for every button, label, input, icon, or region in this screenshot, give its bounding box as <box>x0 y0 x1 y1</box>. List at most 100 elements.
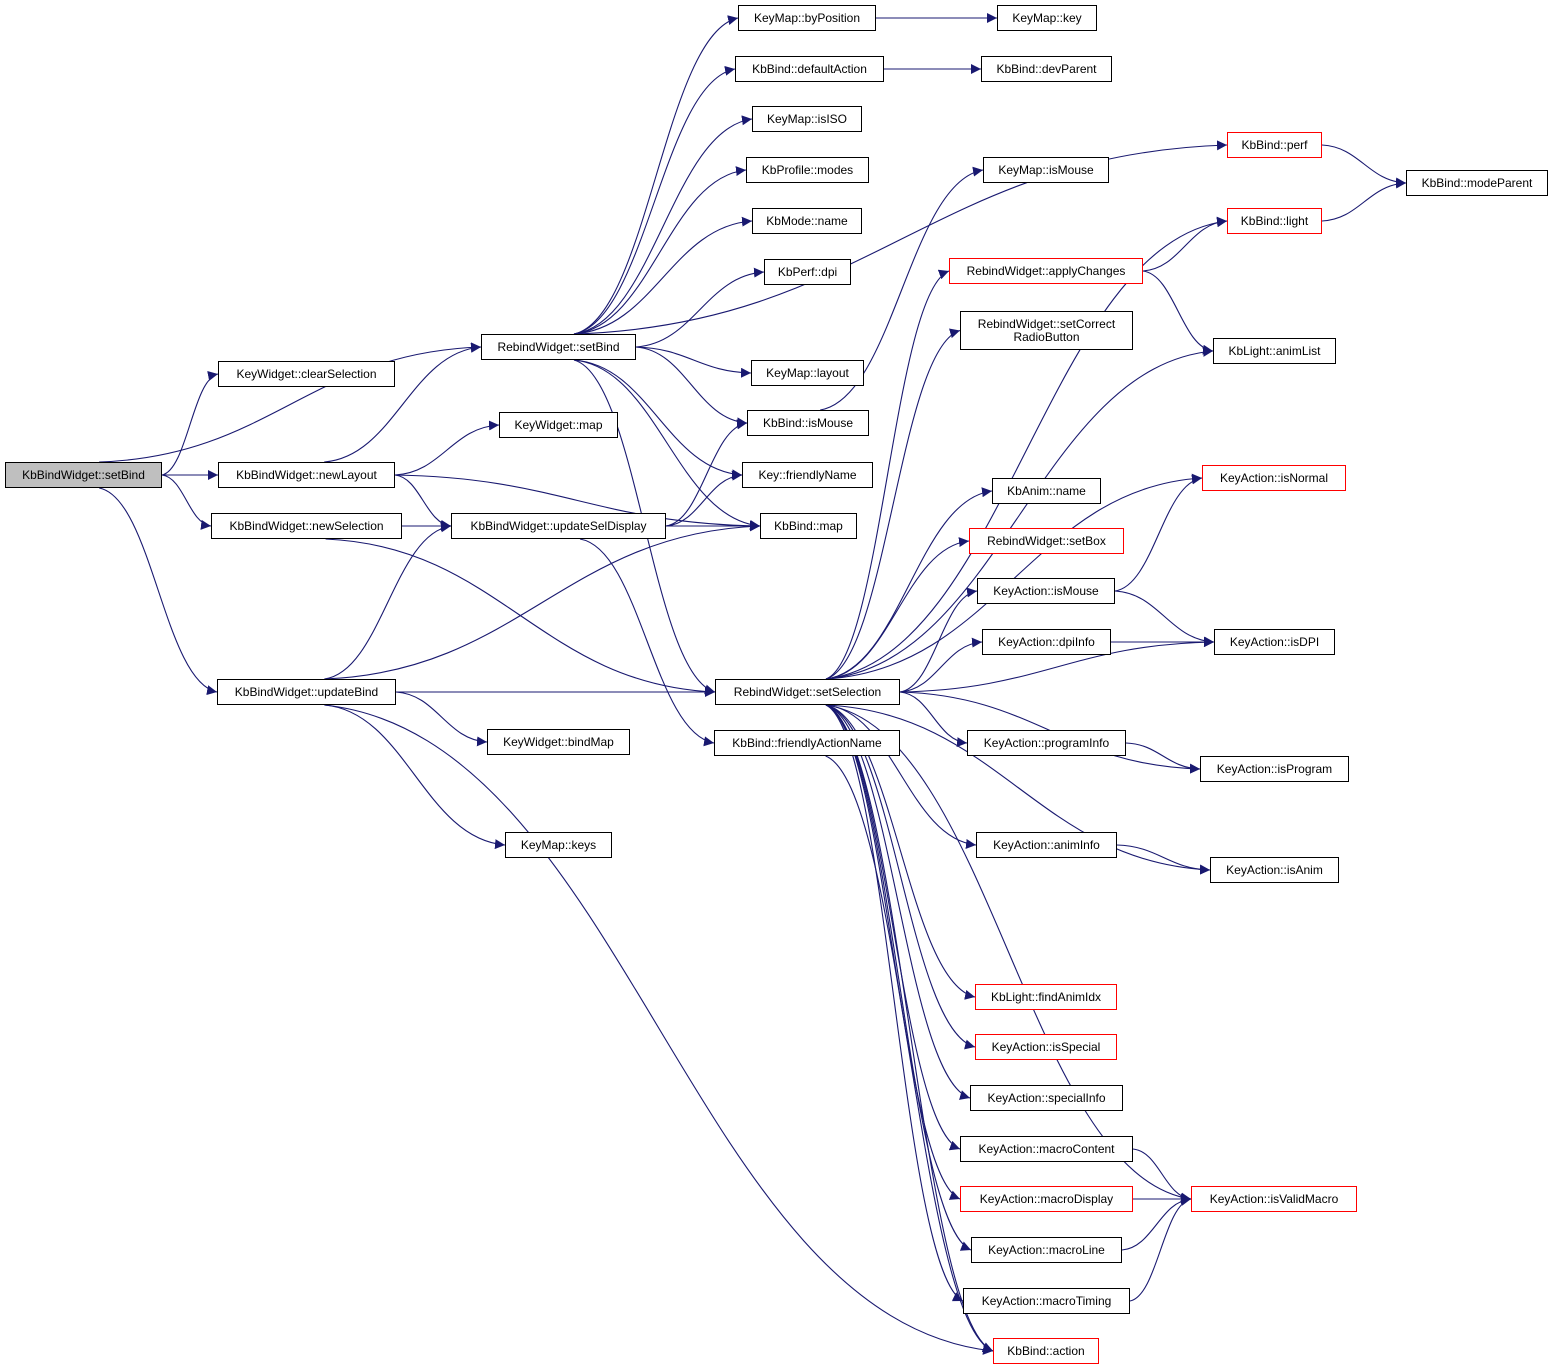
node-kb-friendlyAct[interactable]: KbBind::friendlyActionName <box>714 730 900 756</box>
node-ka-isAnim[interactable]: KeyAction::isAnim <box>1210 857 1339 883</box>
edge-rw-setSel-to-rw-setCorrect <box>825 328 961 680</box>
node-kb-isMouse[interactable]: KbBind::isMouse <box>747 410 869 436</box>
edge-rw-setBind-to-kb-isMouse <box>635 346 748 428</box>
node-ka-isProgram[interactable]: KeyAction::isProgram <box>1200 756 1349 782</box>
edge-rw-setSel-to-kb-light <box>825 217 1228 680</box>
edge-ka-macroTiming-to-ka-isValidMacro <box>1129 1195 1192 1302</box>
node-rw-setBox[interactable]: RebindWidget::setBox <box>969 528 1124 554</box>
edge-kbw-newLayout-to-kb-map <box>394 474 761 531</box>
edge-rw-setSel-to-ka-specialInfo <box>825 704 971 1100</box>
node-kb-map[interactable]: KbBind::map <box>760 513 857 539</box>
edge-kbw-newLayout-to-kbw-updSel <box>394 474 452 530</box>
node-kw-clear[interactable]: KeyWidget::clearSelection <box>218 361 395 387</box>
node-kb-light[interactable]: KbBind::light <box>1227 208 1322 234</box>
node-km-keys[interactable]: KeyMap::keys <box>505 832 612 858</box>
node-kperf-dpi[interactable]: KbPerf::dpi <box>764 259 851 285</box>
node-kl-findAnim[interactable]: KbLight::findAnimIdx <box>975 984 1117 1010</box>
node-kb-action[interactable]: KbBind::action <box>993 1338 1099 1364</box>
node-kw-map[interactable]: KeyWidget::map <box>499 412 618 438</box>
node-key-friendly[interactable]: Key::friendlyName <box>742 462 873 488</box>
node-ka-macroContent[interactable]: KeyAction::macroContent <box>960 1136 1133 1162</box>
edge-rw-setSel-to-ka-isValidMacro <box>825 704 1192 1203</box>
node-ka-isNormal[interactable]: KeyAction::isNormal <box>1202 465 1346 491</box>
node-kp-modes[interactable]: KbProfile::modes <box>746 157 869 183</box>
node-rw-applyChanges[interactable]: RebindWidget::applyChanges <box>949 258 1143 284</box>
edge-rw-setBind-to-kb-map <box>573 359 761 530</box>
edge-ka-macroContent-to-ka-isValidMacro <box>1132 1148 1192 1204</box>
edge-rw-setBind-to-kperf-dpi <box>635 267 765 348</box>
edge-root-to-kbw-updateBind <box>99 487 218 695</box>
node-ka-isValidMacro[interactable]: KeyAction::isValidMacro <box>1191 1186 1357 1212</box>
edge-rw-applyChanges-to-kb-light <box>1142 216 1228 272</box>
edge-kbw-updateBind-to-kb-map <box>324 521 761 680</box>
edge-rw-setBind-to-kmode-name <box>573 216 753 335</box>
edge-kb-light-to-kb-modeParent <box>1321 178 1407 222</box>
edge-root-to-kbw-newSel <box>161 474 212 530</box>
node-ka-progInfo[interactable]: KeyAction::programInfo <box>967 730 1126 756</box>
node-ka-animInfo[interactable]: KeyAction::animInfo <box>976 832 1117 858</box>
edge-rw-setSel-to-kb-action <box>825 704 994 1352</box>
edge-kbw-updateBind-to-kbw-updSel <box>324 522 452 680</box>
node-kl-animList[interactable]: KbLight::animList <box>1213 338 1336 364</box>
edge-rw-setBind-to-kb-perf <box>573 140 1228 335</box>
node-ka-specialInfo[interactable]: KeyAction::specialInfo <box>970 1085 1123 1111</box>
node-kb-defAct[interactable]: KbBind::defaultAction <box>735 56 884 82</box>
node-kbw-updateBind[interactable]: KbBindWidget::updateBind <box>217 679 396 705</box>
edge-kbw-updSel-to-kb-isMouse <box>665 419 748 527</box>
node-ka-macroTiming[interactable]: KeyAction::macroTiming <box>963 1288 1130 1314</box>
edge-rw-setSel-to-ka-animInfo <box>825 704 977 849</box>
edge-rw-setBind-to-km-layout <box>635 346 752 378</box>
edge-kbw-newLayout-to-rw-setBind <box>324 342 482 463</box>
node-kw-bindMap[interactable]: KeyWidget::bindMap <box>487 729 630 755</box>
node-rw-setSel[interactable]: RebindWidget::setSelection <box>715 679 900 705</box>
node-kanim-name[interactable]: KbAnim::name <box>992 478 1101 504</box>
node-ka-isSpecial[interactable]: KeyAction::isSpecial <box>975 1034 1117 1060</box>
edge-rw-setBind-to-km-isISO <box>573 115 753 335</box>
edge-rw-applyChanges-to-kl-animList <box>1142 270 1214 355</box>
edge-ka-animInfo-to-ka-isAnim <box>1116 844 1211 875</box>
node-ka-macroDisplay[interactable]: KeyAction::macroDisplay <box>960 1186 1133 1212</box>
node-km-isMouse[interactable]: KeyMap::isMouse <box>983 157 1109 183</box>
edge-kbw-updSel-to-kb-friendlyAct <box>579 538 715 747</box>
node-rw-setCorrect[interactable]: RebindWidget::setCorrect RadioButton <box>960 311 1133 350</box>
edge-rw-setBind-to-kb-defAct <box>573 65 736 335</box>
edge-rw-setSel-to-kl-animList <box>825 346 1214 680</box>
node-ka-dpiInfo[interactable]: KeyAction::dpiInfo <box>982 629 1111 655</box>
node-rw-setBind[interactable]: RebindWidget::setBind <box>481 334 636 360</box>
node-kb-devParent[interactable]: KbBind::devParent <box>981 56 1112 82</box>
edge-rw-setSel-to-ka-macroTiming <box>825 704 964 1302</box>
edge-kbw-updateBind-to-kb-action <box>324 704 994 1355</box>
edge-rw-setSel-to-ka-progInfo <box>899 691 968 748</box>
edge-kbw-updSel-to-key-friendly <box>665 470 743 527</box>
edge-rw-setSel-to-kanim-name <box>825 487 993 680</box>
edge-rw-setBind-to-key-friendly <box>573 359 743 480</box>
edge-ka-isMouse-to-ka-isDPI <box>1114 590 1215 647</box>
edge-rw-setSel-to-rw-setBox <box>825 537 970 680</box>
node-km-byPos[interactable]: KeyMap::byPosition <box>738 5 876 31</box>
node-km-key[interactable]: KeyMap::key <box>997 5 1097 31</box>
node-ka-macroLine[interactable]: KeyAction::macroLine <box>971 1237 1122 1263</box>
node-kbw-newSel[interactable]: KbBindWidget::newSelection <box>211 513 402 539</box>
node-kmode-name[interactable]: KbMode::name <box>752 208 862 234</box>
edge-kb-isMouse-to-km-isMouse <box>820 166 984 411</box>
node-km-layout[interactable]: KeyMap::layout <box>751 360 864 386</box>
node-kb-modeParent[interactable]: KbBind::modeParent <box>1406 170 1548 196</box>
edge-root-to-rw-setBind <box>99 342 482 463</box>
edge-kbw-updateBind-to-km-keys <box>324 704 506 850</box>
node-kbw-updSel[interactable]: KbBindWidget::updateSelDisplay <box>451 513 666 539</box>
node-ka-isDPI[interactable]: KeyAction::isDPI <box>1214 629 1335 655</box>
edge-rw-setSel-to-ka-macroContent <box>825 704 961 1151</box>
edge-kbw-newLayout-to-kw-map <box>394 420 500 476</box>
edge-root-to-kw-clear <box>161 371 219 476</box>
edge-rw-setSel-to-ka-isSpecial <box>825 704 976 1050</box>
node-kb-perf[interactable]: KbBind::perf <box>1227 132 1322 158</box>
edge-kb-friendlyAct-to-kb-action <box>825 755 994 1352</box>
edge-rw-setSel-to-kl-findAnim <box>825 704 976 1000</box>
edge-rw-setSel-to-ka-isAnim <box>825 704 1211 875</box>
node-ka-isMouse[interactable]: KeyAction::isMouse <box>977 578 1115 604</box>
node-kbw-newLayout[interactable]: KbBindWidget::newLayout <box>218 462 395 488</box>
edge-ka-isMouse-to-ka-isNormal <box>1114 474 1203 592</box>
edge-ka-progInfo-to-ka-isProgram <box>1125 742 1201 774</box>
node-km-isISO[interactable]: KeyMap::isISO <box>752 106 862 132</box>
